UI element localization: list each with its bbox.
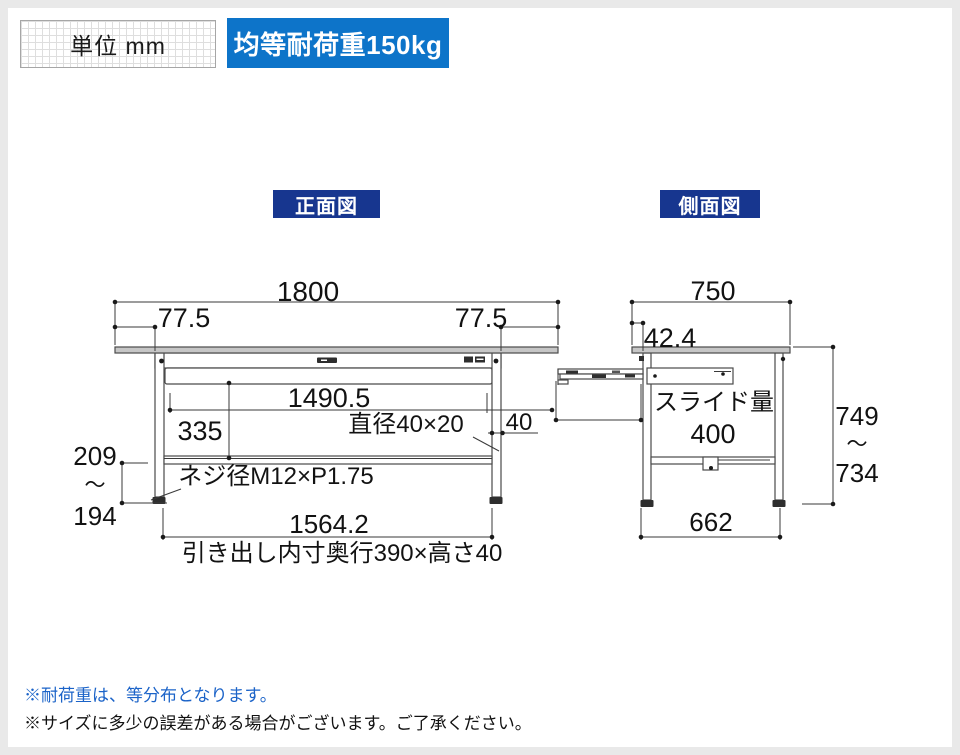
dim-foot-max-label: 209 <box>73 441 117 471</box>
bolt-dot <box>639 356 644 361</box>
dim-foot-min-label: 194 <box>73 501 117 531</box>
leg-pipe-label: 直径40×20 <box>348 411 464 438</box>
dim-foot-adjust <box>119 460 167 506</box>
screw-spec-label: ネジ径M12×P1.75 <box>178 463 374 490</box>
side-tabletop <box>631 346 791 354</box>
dim-overhang-right <box>498 324 561 351</box>
dim-depth-label: 750 <box>690 276 736 306</box>
side-rear-foot <box>772 500 786 507</box>
side-view-title: 側面図 <box>660 190 760 218</box>
dim-leg-span-label: 1564.2 <box>289 509 369 539</box>
leader-leg-pipe <box>472 436 500 452</box>
front-drawer-panel <box>164 367 493 385</box>
dim-inner-width <box>167 393 555 413</box>
dim-height-min-label: 734 <box>835 458 879 488</box>
dim-under-clearance-label: 335 <box>177 416 223 446</box>
leader-screw <box>150 488 182 501</box>
dim-height-max-label: 749 <box>835 401 879 431</box>
technical-drawing <box>112 299 836 540</box>
dim-leg-span <box>160 508 495 540</box>
dim-overhang-left-label: 77.5 <box>157 303 211 333</box>
load-capacity-label: 均等耐荷重150kg <box>233 29 443 60</box>
dim-leg-depth-label: 662 <box>689 507 733 537</box>
unit-label: 単位 mm <box>70 33 166 59</box>
dim-leg-width-label: 40 <box>505 409 533 436</box>
dim-leg-depth <box>638 508 783 540</box>
dim-slide <box>553 381 644 423</box>
dim-overhang-left <box>112 324 158 351</box>
side-rear-leg <box>774 352 784 501</box>
dim-overhang-right-label: 77.5 <box>454 303 508 333</box>
bolt-dot <box>493 358 499 364</box>
side-front-foot <box>640 500 654 507</box>
drawer-latch <box>317 356 485 363</box>
front-view-drawing <box>112 299 561 540</box>
side-view-drawing <box>553 299 836 540</box>
side-drawer <box>646 367 734 385</box>
dim-under-clearance <box>226 380 232 461</box>
slide-rail <box>557 368 644 385</box>
drawer-note-label: 引き出し内寸奥行390×高さ40 <box>181 540 503 567</box>
bolt-dot <box>159 358 164 364</box>
unit-box: 単位 mm <box>20 20 216 68</box>
dim-1800 <box>112 299 561 345</box>
front-right-foot <box>489 497 503 504</box>
dim-leg-width <box>488 430 538 436</box>
dim-front-overhang <box>629 320 646 351</box>
bolt-dot <box>780 356 786 362</box>
front-right-leg <box>491 352 502 498</box>
front-view-title: 正面図 <box>273 190 380 218</box>
slide-label: スライド量 <box>654 389 774 416</box>
front-left-leg <box>154 352 165 498</box>
note-size-tolerance: ※サイズに多少の誤差がある場合がございます。ご了承ください。 <box>24 714 532 733</box>
dim-1800-label: 1800 <box>276 276 340 307</box>
side-crossbar-bracket <box>702 456 719 471</box>
note-load-distribution: ※耐荷重は、等分布となります。 <box>24 686 277 705</box>
dim-height <box>793 344 836 507</box>
front-crossbar <box>163 455 493 465</box>
tilde-front: 〜 <box>84 474 106 497</box>
load-capacity-badge: 均等耐荷重150kg <box>227 18 449 68</box>
tilde-side: 〜 <box>846 433 868 456</box>
dim-inner-width-label: 1490.5 <box>287 383 371 413</box>
slide-value-label: 400 <box>690 419 736 449</box>
front-tabletop <box>114 346 559 354</box>
dim-front-overhang-label: 42.4 <box>643 323 697 353</box>
